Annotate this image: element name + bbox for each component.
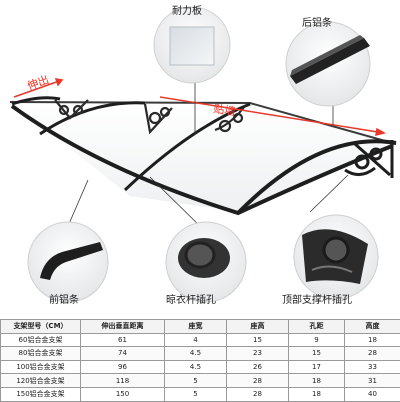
table-cell: 18 <box>289 387 345 401</box>
table-cell: 5 <box>165 374 227 388</box>
polycarbonate-panel <box>170 27 214 65</box>
front-strip-label: 前铝条 <box>49 291 79 306</box>
table-cell: 61 <box>81 333 165 347</box>
table-cell: 118 <box>81 374 165 388</box>
table-header-row: 支架型号（CM） 伸出垂直距离 座宽 座高 孔距 高度 <box>1 320 400 334</box>
table-row: 120铝合金支架 118 5 28 18 31 <box>1 374 400 388</box>
table-cell: 4 <box>165 333 227 347</box>
table-row: 150铝合金支架 150 5 28 18 40 <box>1 387 400 401</box>
rear-strip-label: 后铝条 <box>302 14 332 29</box>
table-cell: 18 <box>345 333 400 347</box>
table-cell: 4.5 <box>165 347 227 361</box>
table-cell: 17 <box>289 360 345 374</box>
table-cell: 28 <box>227 387 289 401</box>
table-cell: 150铝合金支架 <box>1 387 81 401</box>
table-cell: 96 <box>81 360 165 374</box>
table-cell: 28 <box>345 347 400 361</box>
table-cell: 120铝合金支架 <box>1 374 81 388</box>
front-strip-zoom-circle <box>28 222 108 302</box>
table-cell: 18 <box>289 374 345 388</box>
table-cell: 9 <box>289 333 345 347</box>
panel-label: 耐力板 <box>172 2 202 17</box>
table-row: 80铝合金支架 74 4.5 23 15 28 <box>1 347 400 361</box>
col-model: 支架型号（CM） <box>1 320 81 334</box>
top-hole-label: 顶部支撑杆插孔 <box>282 291 352 306</box>
extend-label: 伸出 <box>25 72 50 93</box>
table-cell: 80铝合金支架 <box>1 347 81 361</box>
table-cell: 4.5 <box>165 360 227 374</box>
table-cell: 33 <box>345 360 400 374</box>
hanger-socket <box>186 243 214 267</box>
table-cell: 26 <box>227 360 289 374</box>
col-base-width: 座宽 <box>165 320 227 334</box>
table-cell: 100铝合金支架 <box>1 360 81 374</box>
table-cell: 60铝合金支架 <box>1 333 81 347</box>
table-cell: 23 <box>227 347 289 361</box>
table-cell: 15 <box>289 347 345 361</box>
table-row: 60铝合金支架 61 4 15 9 18 <box>1 333 400 347</box>
hanger-hole-label: 晾衣杆插孔 <box>166 291 216 306</box>
table-cell: 5 <box>165 387 227 401</box>
table-cell: 150 <box>81 387 165 401</box>
table-cell: 74 <box>81 347 165 361</box>
table-cell: 31 <box>345 374 400 388</box>
col-base-height: 座高 <box>227 320 289 334</box>
canopy-illustration: 伸出 贴墙 <box>0 0 400 318</box>
col-height: 高度 <box>345 320 400 334</box>
col-hole-spacing: 孔距 <box>289 320 345 334</box>
table-cell: 28 <box>227 374 289 388</box>
table-row: 100铝合金支架 96 4.5 26 17 33 <box>1 360 400 374</box>
col-extension: 伸出垂直距离 <box>81 320 165 334</box>
table-cell: 40 <box>345 387 400 401</box>
top-socket <box>324 238 348 262</box>
table-cell: 15 <box>227 333 289 347</box>
spec-table: 支架型号（CM） 伸出垂直距离 座宽 座高 孔距 高度 60铝合金支架 61 4… <box>0 319 400 402</box>
